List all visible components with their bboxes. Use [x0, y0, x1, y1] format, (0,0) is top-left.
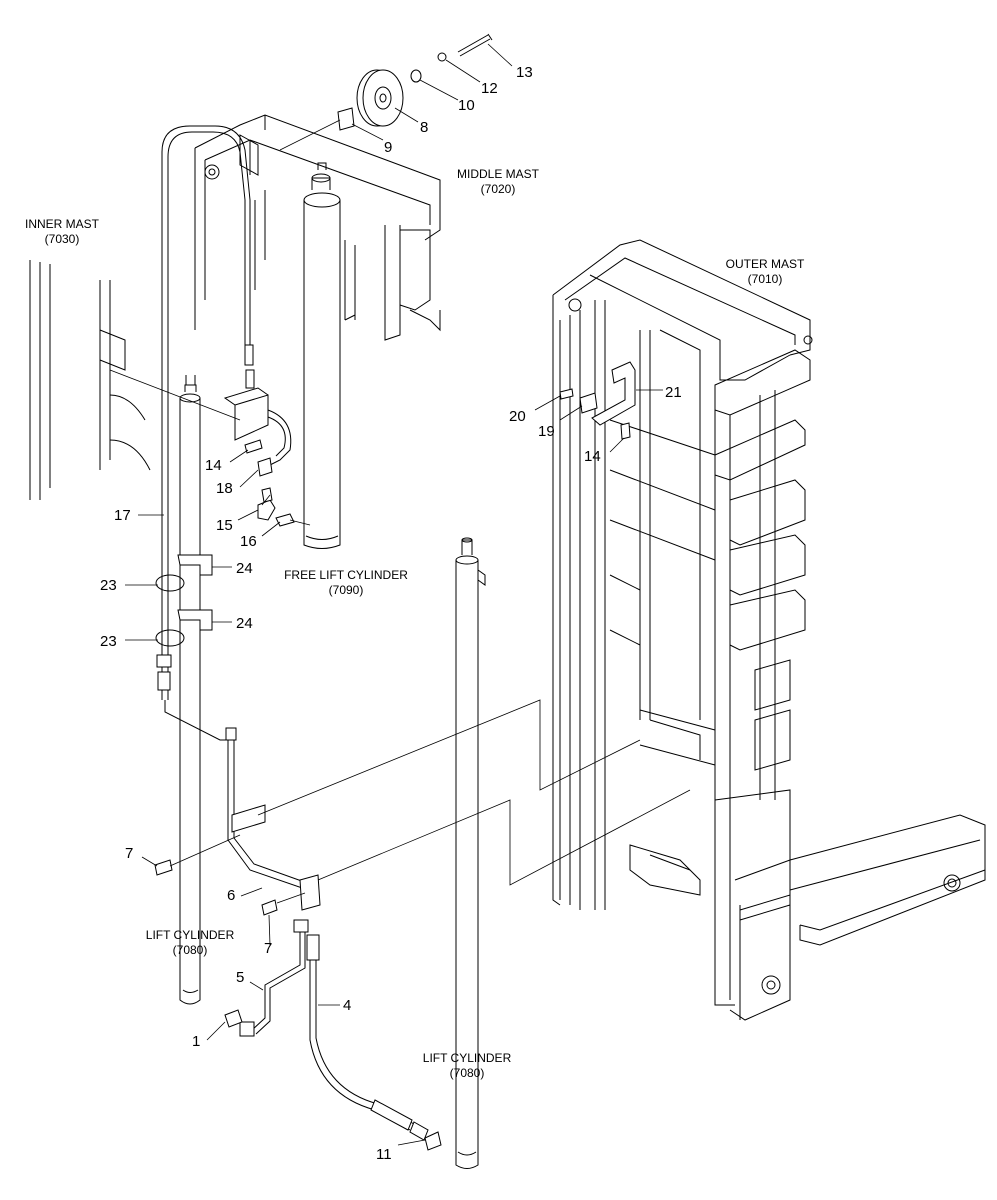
callout-4: 4	[343, 997, 351, 1014]
hydraulic-hoses	[156, 125, 429, 1141]
component-labels: INNER MAST (7030) MIDDLE MAST (7020) OUT…	[25, 167, 805, 1080]
lift-cylinder-right	[455, 537, 486, 1169]
brackets-fittings	[154, 361, 636, 1151]
callout-13: 13	[516, 64, 533, 81]
middle-mast-code: (7020)	[481, 182, 516, 196]
inner-mast-code: (7030)	[45, 232, 80, 246]
inner-mast-name: INNER MAST	[25, 217, 100, 231]
callout-15: 15	[216, 517, 233, 534]
lift-cylinder-right-name: LIFT CYLINDER	[423, 1051, 512, 1065]
callout-11: 11	[376, 1146, 392, 1163]
callout-17: 17	[114, 507, 131, 524]
callout-9: 9	[384, 139, 392, 156]
callout-14a: 14	[205, 457, 222, 474]
callout-5: 5	[236, 969, 244, 986]
callout-1: 1	[192, 1033, 200, 1050]
callout-7a: 7	[125, 845, 133, 862]
reference-lines	[109, 369, 691, 904]
lift-cylinder-left-name: LIFT CYLINDER	[146, 928, 235, 942]
callout-23b: 23	[100, 633, 117, 650]
outer-mast	[552, 239, 986, 1021]
inner-mast	[29, 260, 151, 500]
free-lift-cylinder-name: FREE LIFT CYLINDER	[284, 568, 408, 582]
callout-7b: 7	[264, 940, 272, 957]
free-lift-cylinder-code: (7090)	[329, 583, 364, 597]
sheave-assembly	[279, 33, 493, 151]
middle-mast	[194, 114, 441, 341]
lift-cylinder-left-code: (7080)	[173, 943, 208, 957]
callout-21: 21	[665, 384, 682, 401]
lift-cylinder-right-code: (7080)	[450, 1066, 485, 1080]
callout-14b: 14	[584, 448, 601, 465]
leader-lines	[125, 43, 663, 1146]
free-lift-cylinder	[303, 162, 341, 549]
callout-24b: 24	[236, 615, 253, 632]
callout-12: 12	[481, 80, 498, 97]
callout-23a: 23	[100, 577, 117, 594]
callout-10: 10	[458, 97, 475, 114]
lift-cylinder-left	[179, 375, 201, 1005]
middle-mast-name: MIDDLE MAST	[457, 167, 540, 181]
callout-20: 20	[509, 408, 526, 425]
callout-19: 19	[538, 423, 555, 440]
callout-numbers: 1 4 5 6 7 7 8 9 10 11 12 13 14 14 15 16 …	[100, 64, 682, 1163]
outer-mast-code: (7010)	[748, 272, 783, 286]
callout-24a: 24	[236, 560, 253, 577]
outer-mast-name: OUTER MAST	[726, 257, 805, 271]
callout-6: 6	[227, 887, 235, 904]
callout-8: 8	[420, 119, 428, 136]
callout-18: 18	[216, 480, 233, 497]
callout-16: 16	[240, 533, 257, 550]
